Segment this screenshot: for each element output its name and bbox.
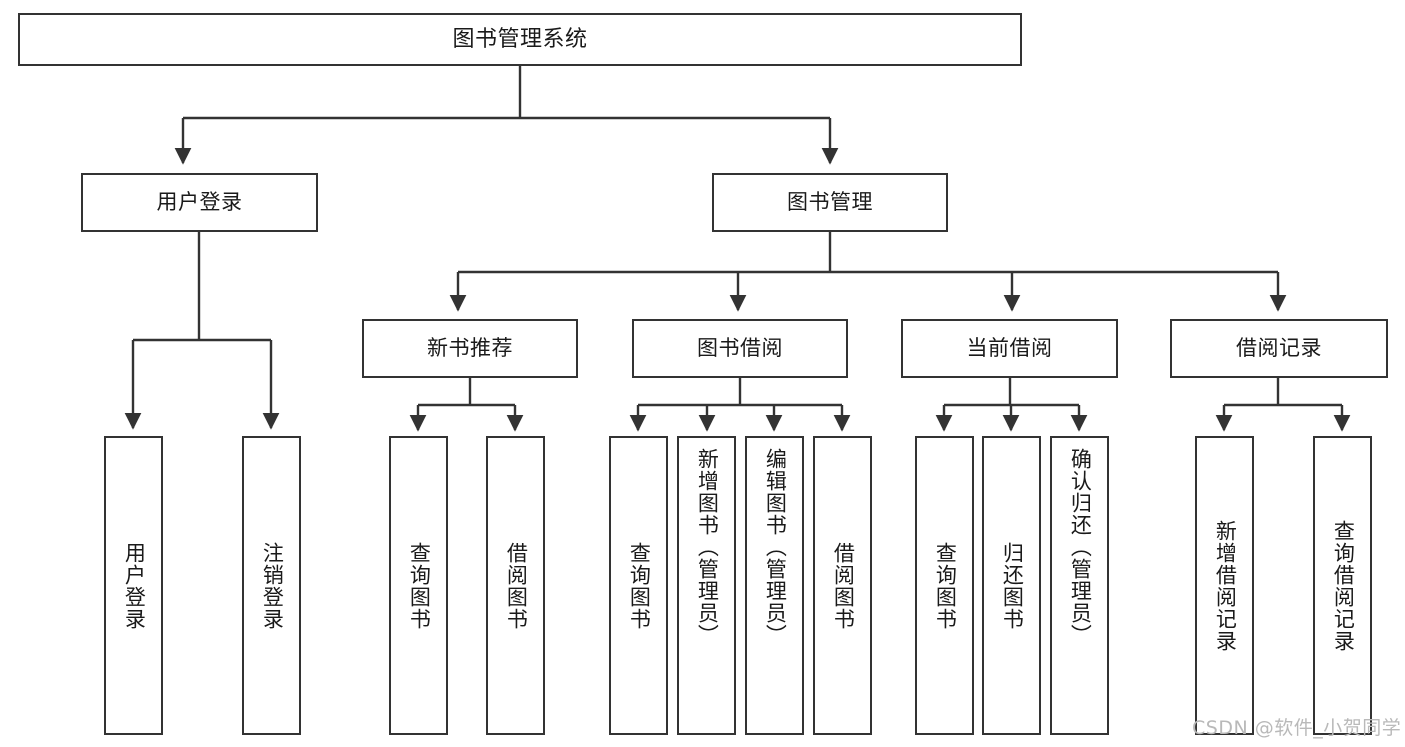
- node-label: 确认归还（管理员）: [1068, 448, 1093, 646]
- node-label: 查询图书: [407, 541, 432, 630]
- leaf-query-book-current[interactable]: 查询图书: [915, 436, 974, 735]
- leaf-logout-login[interactable]: 注销登录: [242, 436, 301, 735]
- leaf-query-book-borrow[interactable]: 查询图书: [609, 436, 668, 735]
- csdn-watermark: CSDN @软件_小贺同学: [1192, 717, 1402, 739]
- leaf-confirm-return-admin[interactable]: 确认归还（管理员）: [1050, 436, 1109, 735]
- leaf-query-book-recommend[interactable]: 查询图书: [389, 436, 448, 735]
- node-label: 编辑图书（管理员）: [763, 448, 788, 646]
- leaf-return-book[interactable]: 归还图书: [982, 436, 1041, 735]
- node-label: 借阅记录: [1236, 336, 1322, 361]
- leaf-user-login[interactable]: 用户登录: [104, 436, 163, 735]
- leaf-edit-book-admin[interactable]: 编辑图书（管理员）: [745, 436, 804, 735]
- node-label: 新增图书（管理员）: [695, 448, 720, 646]
- leaf-query-borrow-record[interactable]: 查询借阅记录: [1313, 436, 1372, 735]
- node-label: 用户登录: [156, 190, 243, 215]
- node-label: 图书管理: [787, 190, 873, 215]
- node-root-book-management-system[interactable]: 图书管理系统: [18, 13, 1022, 66]
- node-label: 查询图书: [627, 541, 652, 630]
- node-new-book-recommend[interactable]: 新书推荐: [362, 319, 578, 378]
- leaf-add-borrow-record[interactable]: 新增借阅记录: [1195, 436, 1254, 735]
- leaf-borrow-book-borrow[interactable]: 借阅图书: [813, 436, 872, 735]
- node-label: 新书推荐: [427, 336, 513, 361]
- node-label: 借阅图书: [504, 541, 529, 630]
- node-label: 新增借阅记录: [1213, 519, 1238, 652]
- node-current-borrow[interactable]: 当前借阅: [901, 319, 1118, 378]
- node-label: 查询借阅记录: [1331, 519, 1356, 652]
- leaf-borrow-book-recommend[interactable]: 借阅图书: [486, 436, 545, 735]
- node-user-login[interactable]: 用户登录: [81, 173, 318, 232]
- node-label: 注销登录: [260, 541, 285, 630]
- node-label: 图书管理系统: [452, 26, 588, 52]
- node-label: 图书借阅: [697, 336, 783, 361]
- leaf-add-book-admin[interactable]: 新增图书（管理员）: [677, 436, 736, 735]
- node-book-borrow[interactable]: 图书借阅: [632, 319, 848, 378]
- node-label: 借阅图书: [831, 541, 856, 630]
- node-label: 归还图书: [1000, 541, 1025, 630]
- node-label: 用户登录: [122, 541, 147, 630]
- node-label: 查询图书: [933, 541, 958, 630]
- node-borrow-record[interactable]: 借阅记录: [1170, 319, 1388, 378]
- node-book-management[interactable]: 图书管理: [712, 173, 948, 232]
- node-label: 当前借阅: [966, 336, 1053, 361]
